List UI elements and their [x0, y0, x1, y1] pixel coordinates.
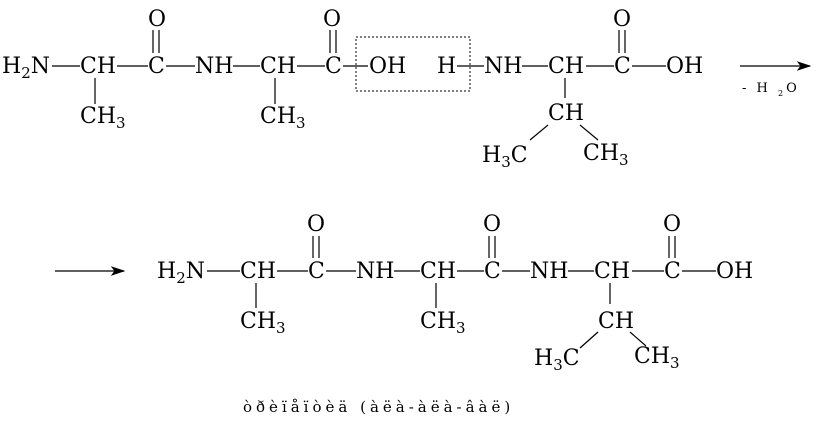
methyl-group: CH3 — [583, 141, 629, 169]
alpha-carbon: CH — [420, 259, 456, 284]
amine-nh: NH — [484, 54, 522, 79]
carboxyl-hydroxyl: OH — [716, 259, 753, 284]
product-row: H2N CH CH3 C O NH CH CH3 C O NH CH CH H3… — [157, 212, 753, 374]
isopropyl-ch: CH — [548, 101, 584, 126]
alpha-carbon: CH — [548, 54, 584, 79]
bond — [529, 124, 549, 141]
condition-label: - H 2O — [742, 81, 800, 98]
carbonyl-carbon: C — [325, 54, 342, 79]
bond — [629, 331, 647, 347]
isopropyl-ch: CH — [598, 309, 634, 334]
peptide-nh: NH — [530, 259, 568, 284]
product-caption: òðèïåïòèä (àëà-àëà-âàë) — [243, 398, 514, 416]
methyl-group: CH3 — [80, 104, 126, 132]
peptide-nh: NH — [356, 259, 394, 284]
peptide-nh: NH — [195, 54, 233, 79]
carboxyl-carbon: C — [614, 54, 631, 79]
carbonyl-carbon: C — [484, 259, 501, 284]
carbonyl-carbon: C — [148, 54, 165, 79]
carboxyl-oxygen: O — [663, 212, 681, 237]
carboxyl-carbon: C — [664, 259, 681, 284]
carboxyl-hydroxyl: OH — [666, 54, 703, 79]
leaving-hydroxyl: OH — [369, 54, 406, 79]
carbonyl-carbon: C — [308, 259, 325, 284]
reactant-row: H2N CH CH3 C O NH CH CH3 C O OH H NH CH … — [2, 7, 703, 171]
methyl-group: H3C — [482, 143, 528, 171]
methyl-group: CH3 — [240, 309, 286, 337]
amino-group: H2N — [2, 54, 50, 82]
alpha-carbon: CH — [260, 54, 296, 79]
carbonyl-oxygen: O — [323, 7, 341, 32]
amino-group: H2N — [157, 259, 205, 287]
carbonyl-oxygen: O — [307, 212, 325, 237]
carbonyl-oxygen: O — [148, 7, 166, 32]
bond — [579, 331, 599, 349]
water-elimination-box — [355, 36, 471, 92]
leaving-hydrogen: H — [437, 54, 456, 79]
bond — [579, 124, 599, 141]
methyl-group: H3C — [534, 346, 580, 374]
alpha-carbon: CH — [594, 259, 630, 284]
methyl-group: CH3 — [420, 309, 466, 337]
carbonyl-oxygen: O — [483, 212, 501, 237]
methyl-group: CH3 — [634, 344, 680, 372]
alpha-carbon: CH — [240, 259, 276, 284]
methyl-group: CH3 — [260, 104, 306, 132]
alpha-carbon: CH — [80, 54, 116, 79]
carboxyl-oxygen: O — [613, 7, 631, 32]
